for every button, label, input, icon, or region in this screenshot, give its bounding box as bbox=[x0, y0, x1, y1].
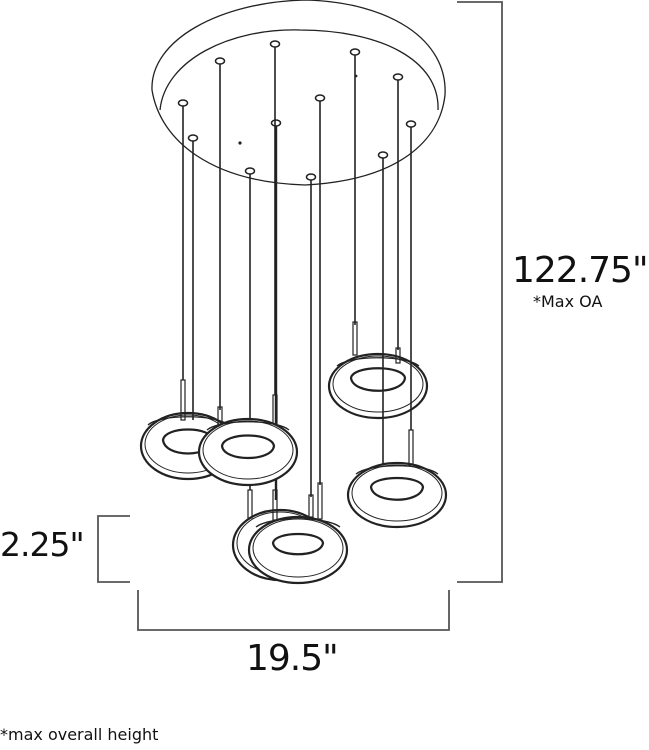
pendant-ring-4 bbox=[346, 461, 448, 529]
pendant-ring-6 bbox=[247, 515, 349, 585]
pendant-cables bbox=[182, 47, 412, 500]
width-bracket bbox=[137, 590, 450, 631]
cable-mounts bbox=[177, 40, 417, 181]
pendant-ring-3 bbox=[327, 352, 429, 420]
canopy bbox=[151, 0, 446, 186]
overall-height-bracket bbox=[457, 1, 503, 583]
max-oa-note: *Max OA bbox=[533, 292, 603, 311]
footnote: *max overall height bbox=[0, 725, 159, 744]
cable-sleeves bbox=[180, 321, 414, 521]
shade-height-bracket bbox=[97, 515, 130, 583]
overall-height-label: 122.75" bbox=[512, 250, 649, 291]
shade-height-label: 2.25" bbox=[0, 525, 85, 564]
width-label: 19.5" bbox=[246, 638, 339, 679]
pendant-rings bbox=[139, 352, 448, 585]
pendant-ring-2 bbox=[197, 417, 299, 487]
